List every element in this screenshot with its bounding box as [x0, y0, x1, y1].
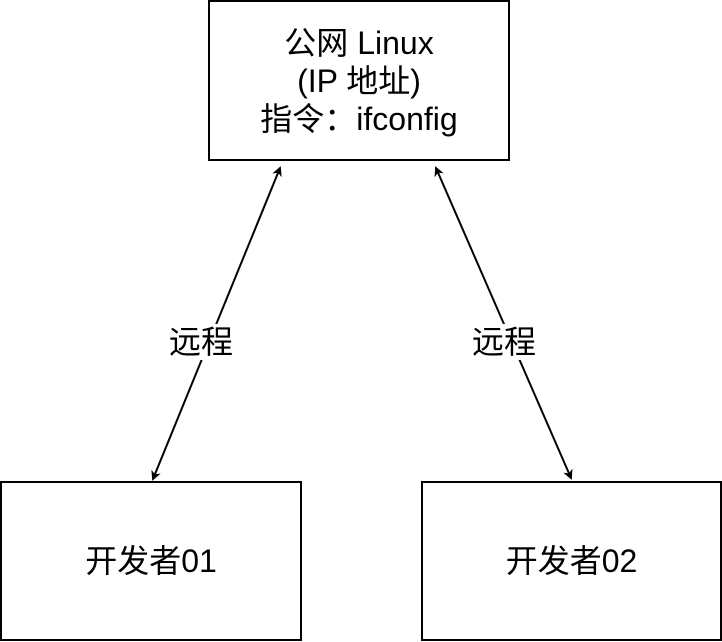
- server-title: 公网 Linux: [284, 24, 434, 61]
- developer-02-node: 开发者02: [421, 481, 722, 641]
- server-ip: (IP 地址): [297, 62, 421, 99]
- left-edge-label: 远程: [167, 324, 236, 360]
- server-command: 指令：ifconfig: [260, 100, 458, 137]
- developer-01-label: 开发者01: [85, 543, 217, 579]
- left-bidirectional-arrow: [151, 166, 282, 481]
- developer-02-label: 开发者02: [505, 543, 638, 579]
- developer-01-node: 开发者01: [0, 481, 302, 641]
- public-linux-server-node: 公网 Linux (IP 地址) 指令：ifconfig: [208, 0, 510, 161]
- right-edge-label: 远程: [470, 324, 539, 360]
- right-bidirectional-arrow: [434, 166, 573, 480]
